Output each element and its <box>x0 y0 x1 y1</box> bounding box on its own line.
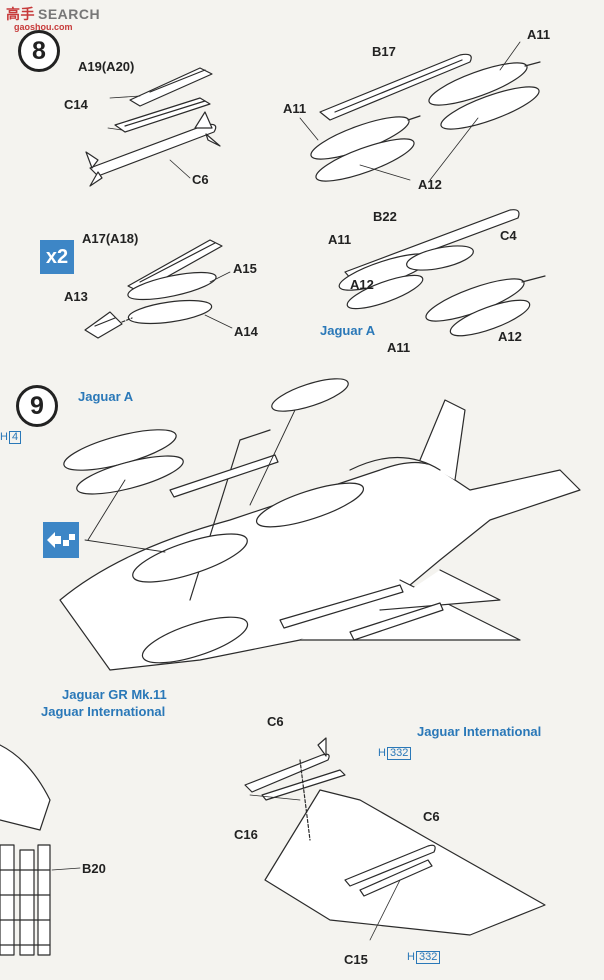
side-ref-number: 4 <box>8 431 22 444</box>
ref-letter-upper: H <box>378 747 386 759</box>
missile-c6-right-drawing <box>344 844 436 887</box>
label-a19: A19(A20) <box>78 59 135 74</box>
pylon-a19-drawing <box>129 67 213 107</box>
ref-number-upper: 332 <box>386 747 412 760</box>
label-c16: C16 <box>234 827 258 842</box>
nose-a13-drawing <box>84 311 123 339</box>
label-c6: C6 <box>192 172 209 187</box>
label-a11-top-left: A11 <box>283 101 307 116</box>
tank-c4-drawing <box>406 245 474 271</box>
rail-c15-drawing <box>359 859 433 897</box>
pylon-a14-drawing <box>127 299 213 325</box>
tank-a11-top-right-drawing <box>428 61 541 106</box>
tank-jaguar-a-upper-drawing <box>63 429 184 495</box>
tank-a12-top-right-drawing <box>440 86 540 130</box>
caption-jaguar-gr-mk11: Jaguar GR Mk.11 <box>62 687 167 702</box>
label-a11-bottom: A11 <box>387 340 411 355</box>
missile-c6-drawing <box>85 111 221 187</box>
label-b17: B17 <box>372 44 396 59</box>
label-a12-mid-right: A12 <box>498 329 522 344</box>
tank-a12-mid-left-drawing <box>346 274 424 310</box>
tank-on-pylon-drawing <box>132 378 365 664</box>
step-9-number: 9 <box>16 385 58 427</box>
label-c6-lower: C6 <box>267 714 284 729</box>
label-a17: A17(A18) <box>82 231 139 246</box>
label-a14: A14 <box>234 324 258 339</box>
watermark-cn: 高手 <box>6 6 35 22</box>
ref-letter-lower: H <box>407 951 415 963</box>
label-a15: A15 <box>233 261 257 276</box>
label-c14: C14 <box>64 97 88 112</box>
tank-a12-top-left-drawing <box>315 138 415 182</box>
side-ref-letter: H <box>0 431 8 443</box>
tank-a12-mid-right-drawing <box>449 299 531 337</box>
caption-lower-jaguar-international: Jaguar International <box>417 724 542 739</box>
watermark-brand: SEARCH <box>38 6 101 22</box>
pylon-b17-drawing <box>319 53 472 121</box>
ladder-b20-drawing <box>0 744 51 956</box>
label-a13: A13 <box>64 289 88 304</box>
step-8-number: 8 <box>18 30 60 72</box>
label-c4: C4 <box>500 228 517 243</box>
label-a12-top: A12 <box>418 177 442 192</box>
watermark-site: gaoshou.com <box>14 22 73 32</box>
label-c15: C15 <box>344 952 368 967</box>
label-a12-mid-left: A12 <box>350 277 374 292</box>
missile-c6-lower-drawing <box>244 737 330 793</box>
label-a11-mid: A11 <box>328 232 352 247</box>
pylon-a15-drawing <box>127 271 217 301</box>
aircraft-drawing <box>59 399 581 671</box>
caption-jaguar-a: Jaguar A <box>320 323 376 338</box>
caption-step9-jaguar-a: Jaguar A <box>78 389 134 404</box>
label-c6-right: C6 <box>423 809 440 824</box>
missile-step9-drawing <box>169 454 444 641</box>
label-b22: B22 <box>373 209 397 224</box>
label-a11-top-right: A11 <box>527 27 551 42</box>
label-b20: B20 <box>82 861 106 876</box>
multiplier-badge: x2 <box>40 240 74 274</box>
caption-jaguar-international: Jaguar International <box>41 704 166 719</box>
flip-view-icon <box>43 522 79 558</box>
ref-number-lower: 332 <box>415 951 441 964</box>
